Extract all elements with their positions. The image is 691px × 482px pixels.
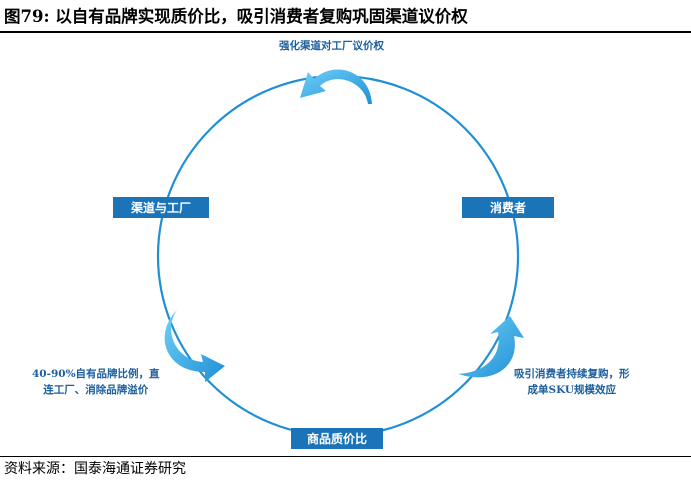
- node-channel-factory: 渠道与工厂: [113, 197, 209, 218]
- curved-arrow-icon: [458, 316, 524, 378]
- curved-arrow-icon: [164, 310, 225, 382]
- title-rule: [0, 31, 691, 33]
- node-product-value: 商品质价比: [291, 428, 383, 449]
- annotation-top: 强化渠道对工厂议价权: [279, 38, 384, 54]
- cycle-ring: [156, 74, 520, 438]
- annotation-left-line2: 连工厂、消除品牌溢价: [43, 384, 149, 396]
- source-rule: [0, 456, 691, 457]
- cycle-diagram: [156, 69, 524, 438]
- annotation-right-line1: 吸引消费者持续复购，形: [514, 368, 630, 380]
- annotation-top-text: 强化渠道对工厂议价权: [279, 40, 384, 52]
- source-note: 资料来源：国泰海通证券研究: [4, 461, 186, 477]
- annotation-right-line2: 成单SKU规模效应: [527, 384, 617, 396]
- curved-arrow-icon: [300, 69, 372, 104]
- annotation-left: 40-90%自有品牌比例，直 连工厂、消除品牌溢价: [32, 366, 160, 398]
- annotation-left-line1: 40-90%自有品牌比例，直: [32, 368, 160, 380]
- annotation-right: 吸引消费者持续复购，形 成单SKU规模效应: [514, 366, 630, 398]
- figure-title: 图79: 以自有品牌实现质价比，吸引消费者复购巩固渠道议价权: [4, 7, 468, 26]
- node-consumer: 消费者: [462, 197, 554, 218]
